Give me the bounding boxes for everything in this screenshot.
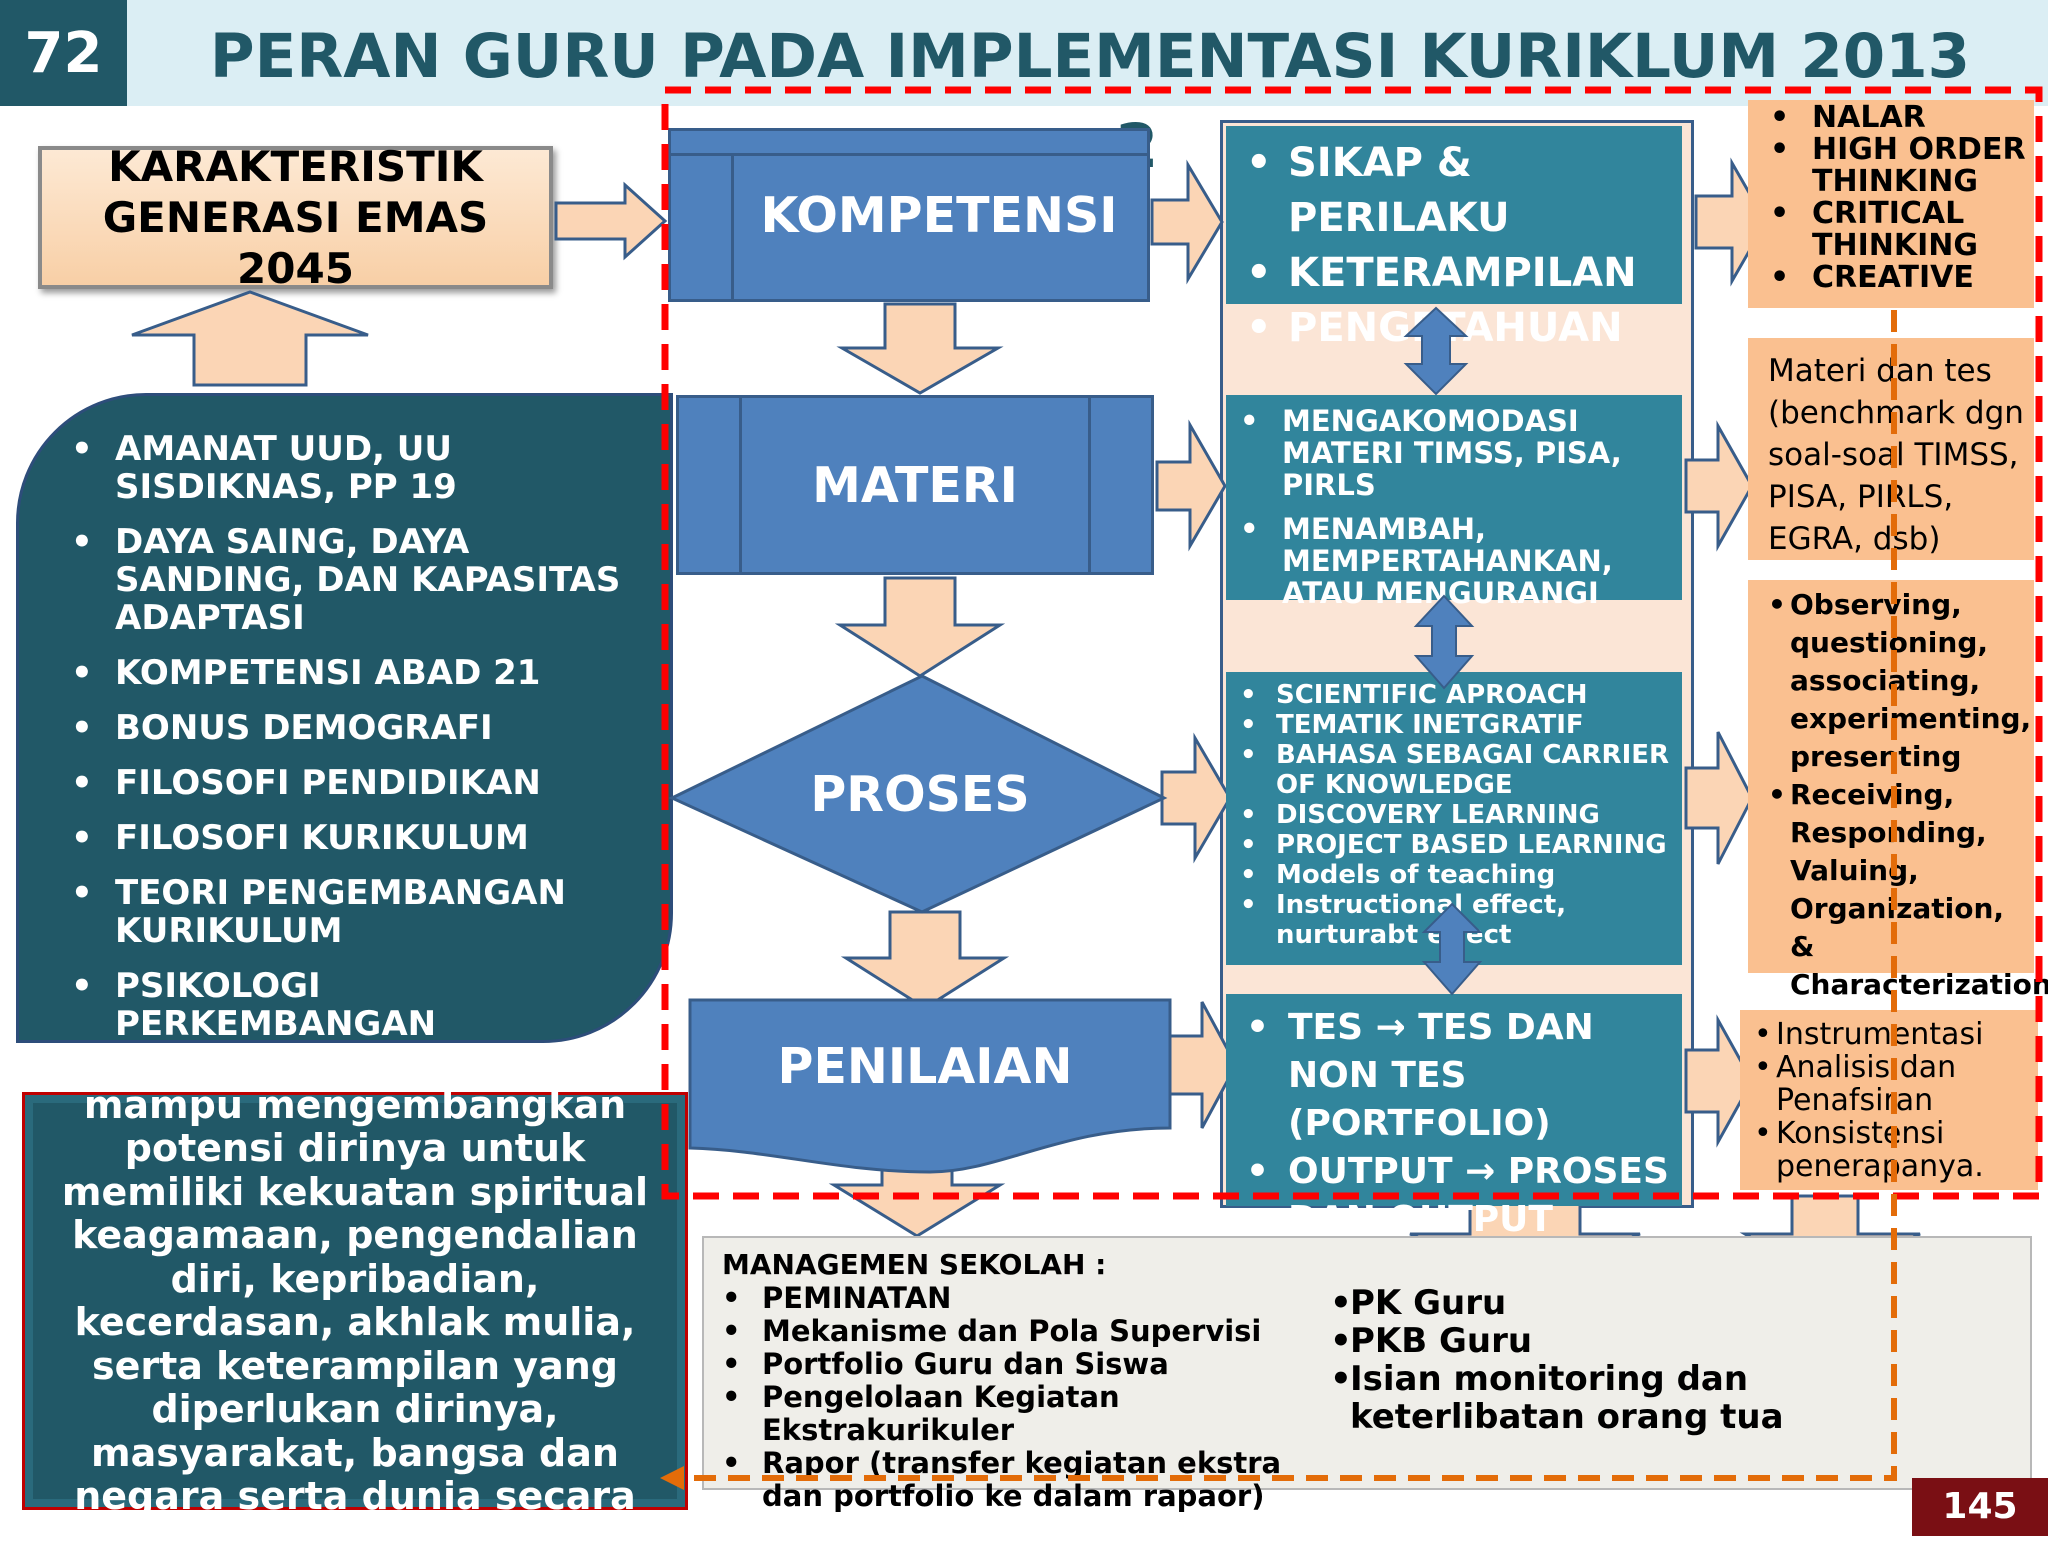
double-arrow (1413, 594, 1475, 690)
kompetensi-outcome-item: HIGH ORDER THINKING (1770, 134, 2030, 198)
page-number: 145 (1912, 1478, 2048, 1536)
foundation-item: KOMPETENSI ABAD 21 (71, 654, 650, 692)
foundation-item: DAYA SAING, DAYA SANDING, DAN KAPASITAS … (71, 523, 650, 637)
foundation-item: TEORI PENGEMBANGAN KURIKULUM (71, 874, 650, 950)
kompetensi-outcome-item: CREATIVE (1770, 262, 2030, 295)
karakteristik-line2: GENERASI EMAS 2045 (102, 192, 489, 294)
manajemen-item: PEMINATAN (722, 1282, 1322, 1316)
proses-outcome-item: Receiving, Responding, Valuing, Organiza… (1768, 776, 2048, 1004)
generasi-description-box: Generasi yang secara aktif mampu mengemb… (22, 1039, 688, 1561)
foundation-item: DATA-DATA EMPIRIK (71, 1060, 650, 1098)
proses-outcome-box: Observing, questioning, associating, exp… (1748, 580, 2048, 1001)
guru-item: PKB Guru (1330, 1322, 1830, 1360)
foundation-panel: AMANAT UUD, UU SISDIKNAS, PP 19 DAYA SAI… (16, 393, 673, 1098)
penilaian-outcome-item: Analisis dan Penafsiran (1754, 1051, 2034, 1117)
proses-outcome-item: Observing, questioning, associating, exp… (1768, 586, 2031, 776)
manajemen-item: Pengelolaan Kegiatan Ekstrakurikuler (722, 1381, 1322, 1447)
foundation-item: PSIKOLOGI PERKEMBANGAN (71, 967, 650, 1043)
materi-outcome-box: Materi dan tes (benchmark dgn soal-soal … (1748, 338, 2034, 560)
double-arrow (1403, 306, 1469, 396)
foundation-item: BONUS DEMOGRAFI (71, 709, 650, 747)
karakteristik-box: KARAKTERISTIK GENERASI EMAS 2045 (38, 142, 553, 293)
materi-outcome-text: Materi dan tes (benchmark dgn soal-soal … (1768, 353, 2024, 557)
guru-item: PK Guru (1330, 1284, 1830, 1322)
foundation-item: AMANAT UUD, UU SISDIKNAS, PP 19 (71, 430, 650, 506)
right-arrow (554, 181, 668, 261)
penilaian-outcome-item: Konsistensi penerapanya. (1754, 1117, 2034, 1183)
manajemen-title: MANAGEMEN SEKOLAH : (722, 1248, 1107, 1281)
manajemen-item: Portfolio Guru dan Siswa (722, 1348, 1322, 1382)
guru-list: PK Guru PKB Guru Isian monitoring dan ke… (1330, 1284, 1830, 1444)
kompetensi-outcome-item: NALAR (1770, 102, 2030, 135)
manajemen-sekolah-list: MANAGEMEN SEKOLAH : PEMINATAN Mekanisme … (722, 1248, 1322, 1513)
penilaian-outcome-item: Instrumentasi (1754, 1018, 2034, 1051)
kompetensi-outcome-item: CRITICAL THINKING (1770, 198, 2030, 262)
guru-item: Isian monitoring dan keterlibatan orang … (1330, 1360, 1830, 1436)
foundation-item: FILOSOFI KURIKULUM (71, 819, 650, 857)
manajemen-item: Mekanisme dan Pola Supervisi (722, 1315, 1322, 1349)
karakteristik-line1: KARAKTERISTIK (108, 141, 483, 191)
generasi-text: Generasi yang secara aktif mampu mengemb… (61, 1039, 649, 1562)
manajemen-item: Rapor (transfer kegiatan ekstra dan port… (722, 1447, 1322, 1513)
up-arrow (131, 290, 369, 387)
penilaian-outcome-box: Instrumentasi Analisis dan Penafsiran Ko… (1740, 1010, 2038, 1190)
foundation-item: FILOSOFI PENDIDIKAN (71, 764, 650, 802)
double-arrow (1421, 902, 1483, 996)
kompetensi-outcome-box: NALAR HIGH ORDER THINKING CRITICAL THINK… (1748, 100, 2034, 308)
slide-number-badge: 72 (0, 0, 127, 106)
